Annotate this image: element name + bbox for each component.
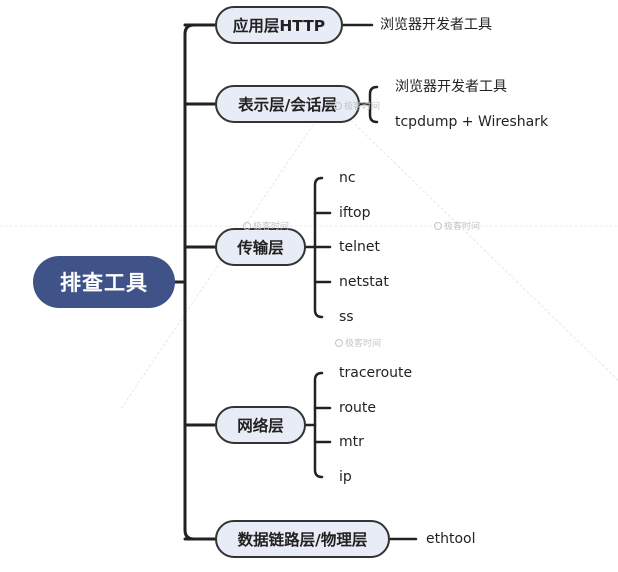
leaf-traceroute[interactable]: traceroute	[339, 365, 413, 381]
root-node[interactable]: 排查工具	[33, 256, 175, 308]
leaf-route[interactable]: route	[339, 400, 376, 416]
leaf-ss[interactable]: ss	[339, 309, 354, 325]
network-bracket	[313, 371, 324, 479]
watermark-logo-icon	[335, 339, 343, 347]
watermark: 极客时间	[243, 219, 289, 232]
leaf-ethtool[interactable]: ethtool	[426, 531, 476, 547]
leaf-netstat[interactable]: netstat	[339, 274, 389, 290]
leaf-mtr[interactable]: mtr	[339, 434, 364, 450]
watermark-logo-icon	[434, 222, 442, 230]
leaf-tcpdump-wireshark[interactable]: tcpdump + Wireshark	[395, 114, 549, 130]
watermark-line	[329, 99, 618, 381]
branch-datalink-physical-layer[interactable]: 数据链路层/物理层	[215, 520, 390, 558]
watermark: 极客时间	[335, 336, 381, 349]
branch-transport-layer[interactable]: 传输层	[215, 228, 306, 266]
leaf-ip[interactable]: ip	[339, 469, 352, 485]
watermark: 极客时间	[434, 219, 480, 232]
watermark: 极客时间	[334, 99, 380, 112]
watermark-logo-icon	[243, 222, 251, 230]
presentation-bracket	[368, 85, 379, 124]
branch-application-layer[interactable]: 应用层HTTP	[215, 6, 343, 44]
trunk-line	[183, 23, 196, 541]
leaf-nc[interactable]: nc	[339, 170, 356, 186]
leaf-browser-devtools[interactable]: 浏览器开发者工具	[380, 17, 492, 33]
leaf-iftop[interactable]: iftop	[339, 205, 371, 221]
branch-network-layer[interactable]: 网络层	[215, 406, 306, 444]
leaf-telnet[interactable]: telnet	[339, 239, 380, 255]
leaf-browser-devtools[interactable]: 浏览器开发者工具	[395, 79, 507, 95]
watermark-logo-icon	[334, 102, 342, 110]
